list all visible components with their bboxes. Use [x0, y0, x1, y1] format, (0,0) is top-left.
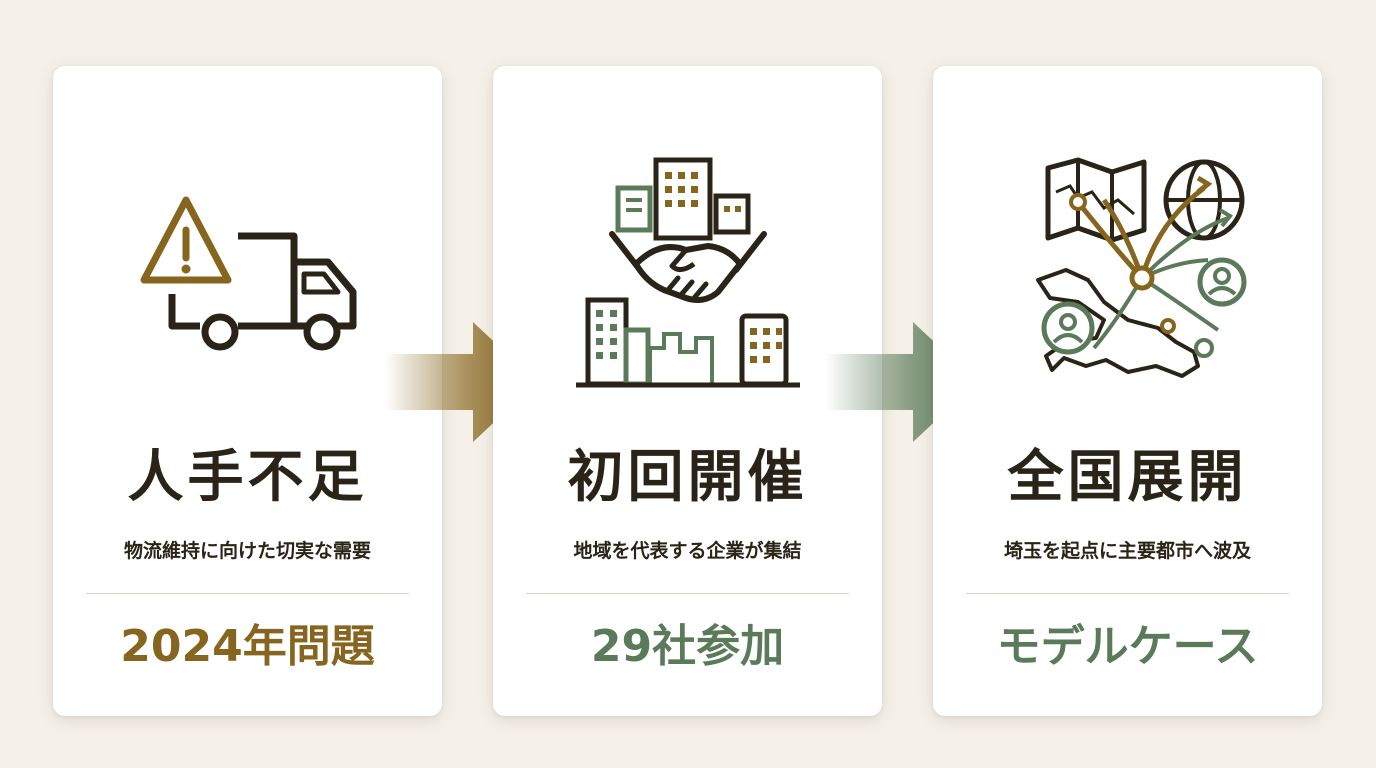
card-subtitle: 物流維持に向けた切実な需要 — [123, 540, 371, 562]
card-stat: 29社参加 — [590, 621, 785, 672]
card-subtitle: 地域を代表する企業が集結 — [573, 540, 802, 562]
card-stat: 2024年問題 — [120, 621, 375, 672]
card-title: 人手不足 — [127, 444, 368, 510]
card-first-event: 初回開催 地域を代表する企業が集結 29社参加 — [493, 66, 882, 716]
card-subtitle: 埼玉を起点に主要都市へ波及 — [1003, 540, 1251, 562]
card-labor-shortage: 人手不足 物流維持に向けた切実な需要 2024年問題 — [53, 66, 442, 716]
divider — [86, 593, 409, 594]
divider — [526, 593, 849, 594]
truck-warning-icon — [53, 152, 442, 392]
divider — [966, 593, 1289, 594]
card-title: 全国展開 — [1007, 444, 1248, 510]
card-stat: モデルケース — [996, 621, 1259, 672]
card-nationwide: 全国展開 埼玉を起点に主要都市へ波及 モデルケース — [933, 66, 1322, 716]
card-title: 初回開催 — [567, 444, 808, 510]
map-network-globe-icon — [933, 152, 1322, 392]
handshake-buildings-icon — [493, 152, 882, 392]
